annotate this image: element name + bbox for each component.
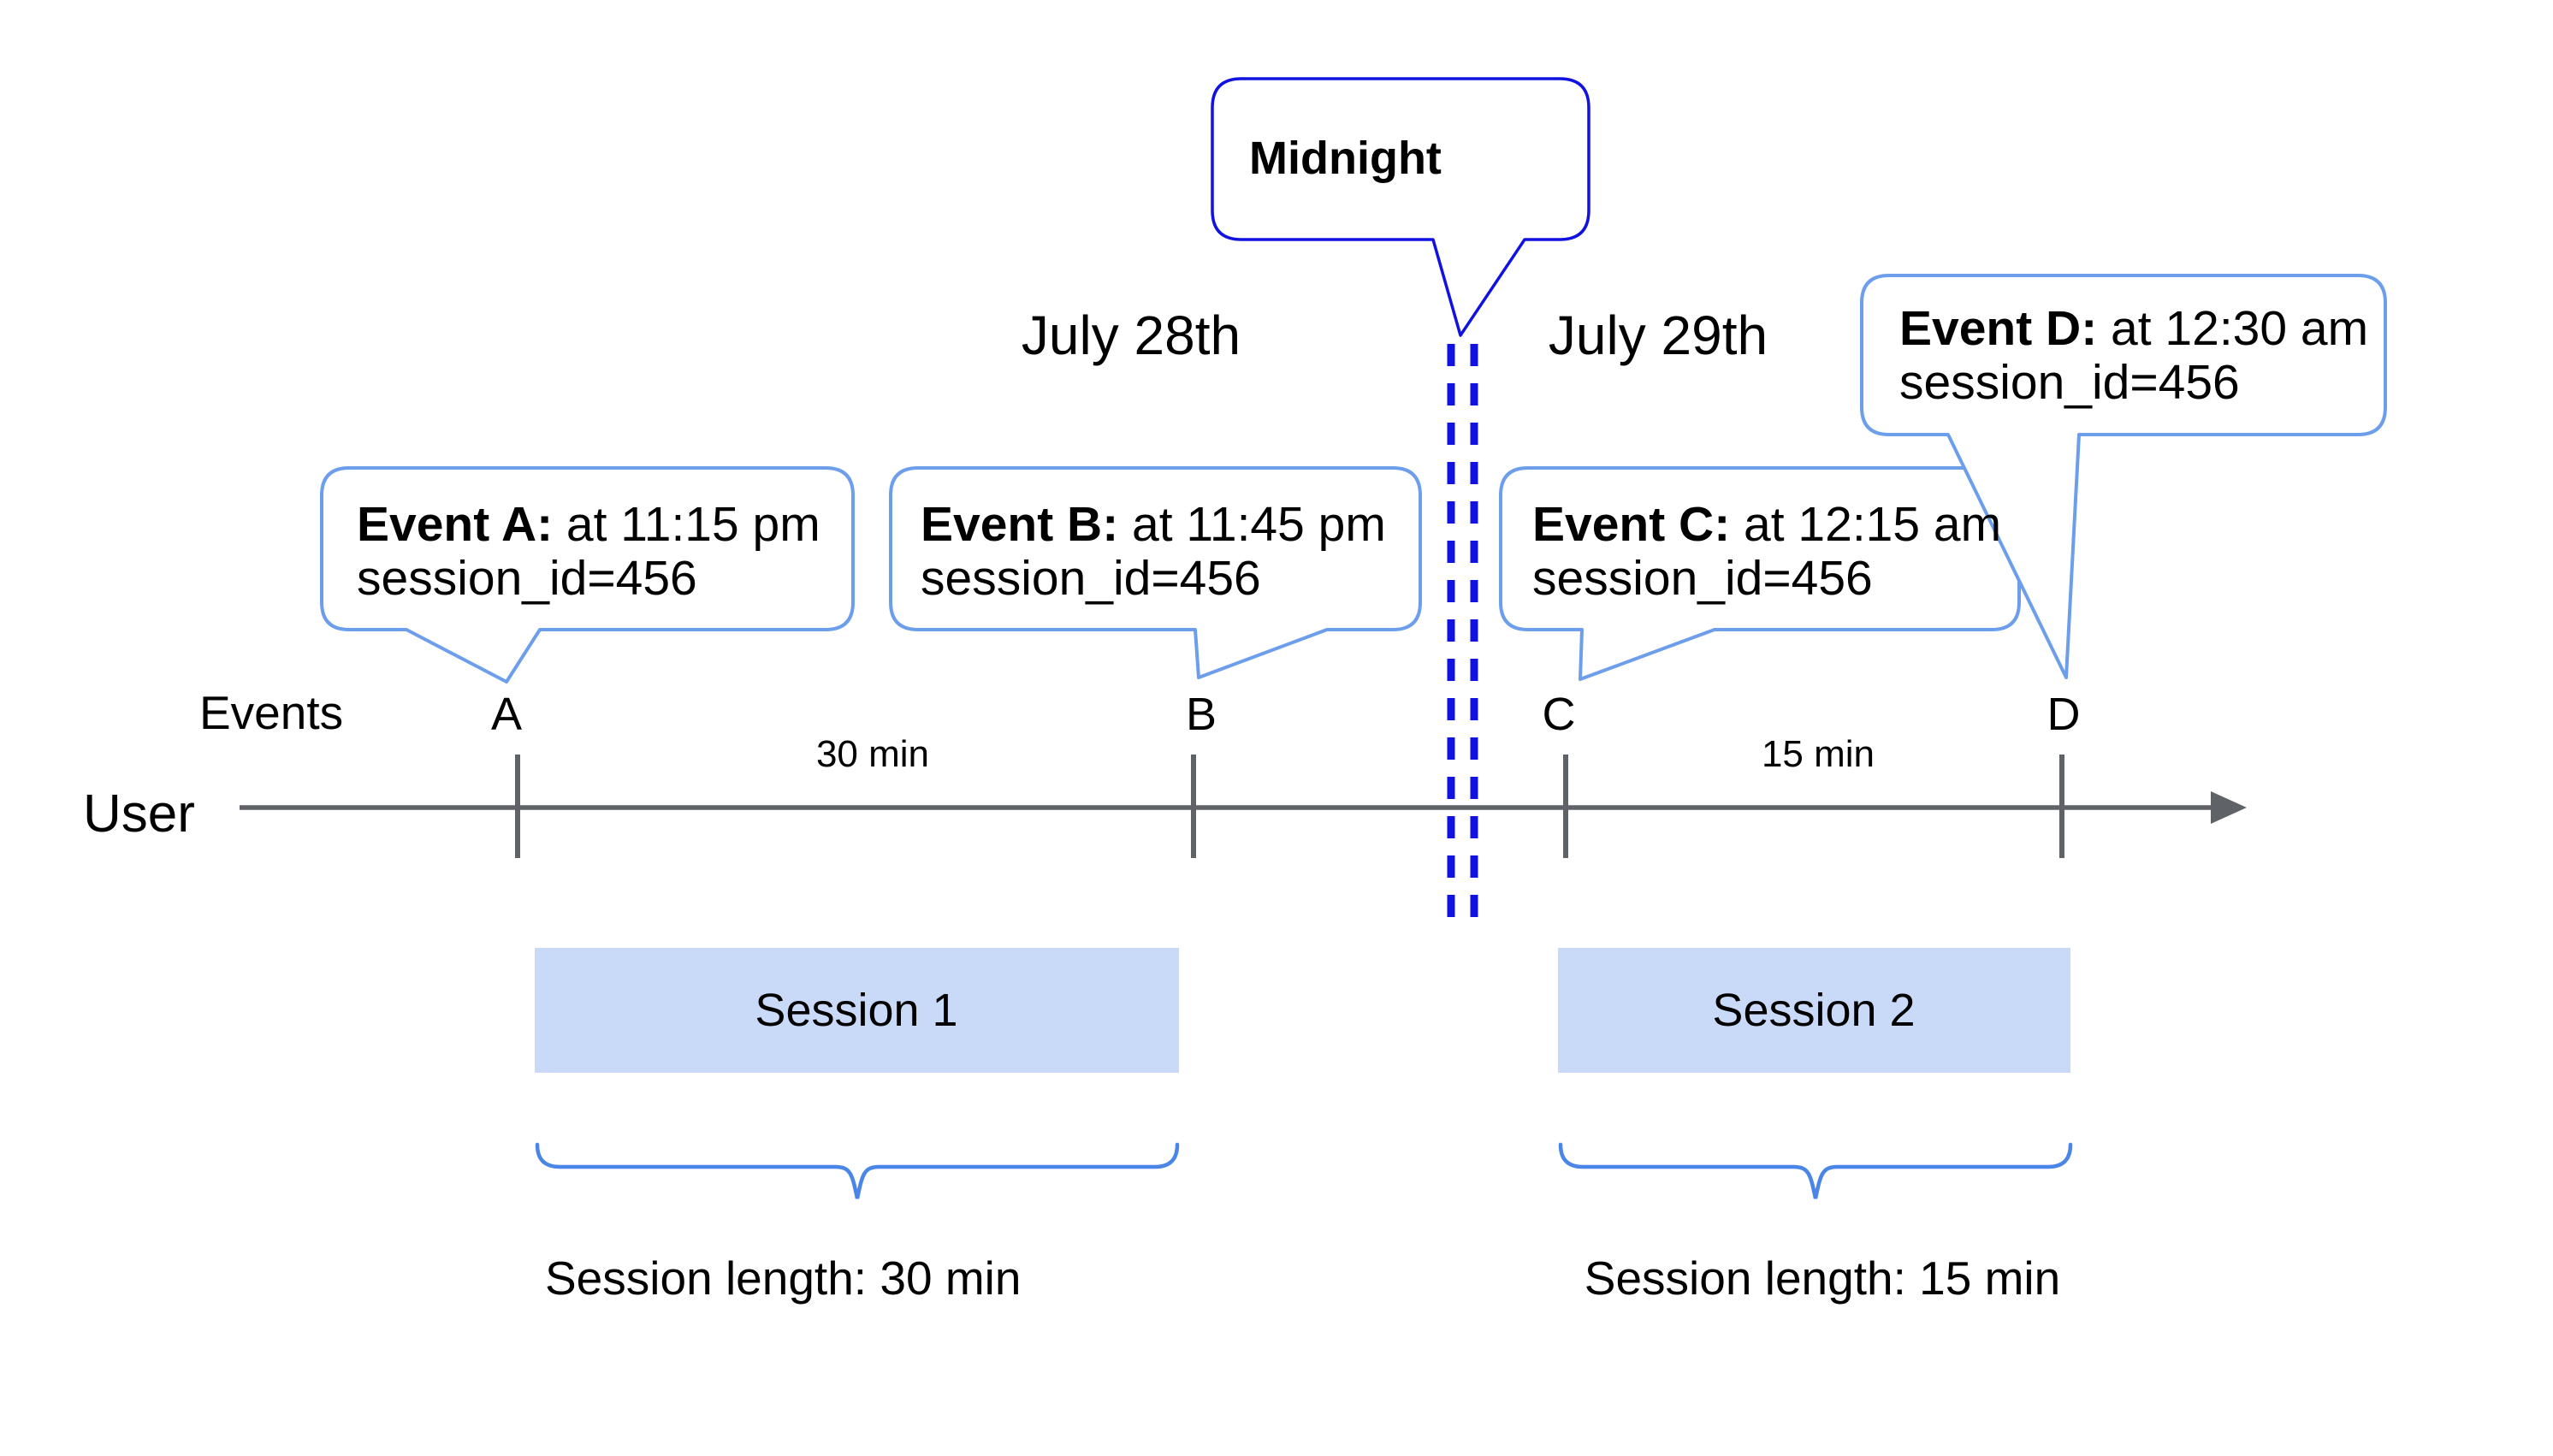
event-a-callout-time: at 11:15 pm xyxy=(553,497,820,552)
event-c-callout-detail: session_id=456 xyxy=(1532,551,1873,606)
session-2-brace xyxy=(1558,1142,2073,1199)
event-d-callout-detail: session_id=456 xyxy=(1899,355,2240,410)
event-c-callout-title: Event C: xyxy=(1532,497,1731,552)
event-b-callout-detail: session_id=456 xyxy=(921,551,1261,606)
event-d-callout-title: Event D: xyxy=(1899,301,2098,356)
event-b-callout-title: Event B: xyxy=(921,497,1119,552)
event-marker-b: B xyxy=(1185,689,1217,740)
event-a-callout-title: Event A: xyxy=(357,497,554,552)
event-b-callout-time: at 11:45 pm xyxy=(1118,497,1386,552)
user-row-label: User xyxy=(83,784,195,843)
event-d-callout-time: at 12:30 am xyxy=(2097,301,2369,356)
event-a-callout-detail: session_id=456 xyxy=(357,551,697,606)
date-label-july-28: July 28th xyxy=(1021,305,1241,366)
session-1-length-label: Session length: 30 min xyxy=(545,1252,1022,1305)
session-2-label: Session 2 xyxy=(1712,985,1916,1036)
gap-label-15min: 15 min xyxy=(1761,733,1875,775)
session-1-brace xyxy=(535,1142,1180,1199)
event-c-callout-time: at 12:15 am xyxy=(1730,497,2002,552)
event-d-callout-bubble xyxy=(1860,274,2387,679)
event-a-callout-bubble xyxy=(320,466,855,684)
date-label-july-29: July 29th xyxy=(1548,305,1768,366)
event-b-callout-bubble xyxy=(889,466,1422,679)
midnight-callout-bubble xyxy=(1211,77,1590,337)
session-1-box xyxy=(535,948,1179,1073)
event-marker-c: C xyxy=(1542,689,1576,740)
midnight-label: Midnight xyxy=(1249,133,1442,184)
gap-label-30min: 30 min xyxy=(815,733,930,775)
timeline-arrowhead-icon xyxy=(2211,791,2247,824)
event-marker-a: A xyxy=(490,689,523,740)
events-row-label: Events xyxy=(199,686,344,739)
session-2-box xyxy=(1558,948,2070,1073)
session-2-length-label: Session length: 15 min xyxy=(1584,1252,2061,1305)
event-marker-d: D xyxy=(2047,689,2081,740)
session-1-label: Session 1 xyxy=(755,985,958,1036)
